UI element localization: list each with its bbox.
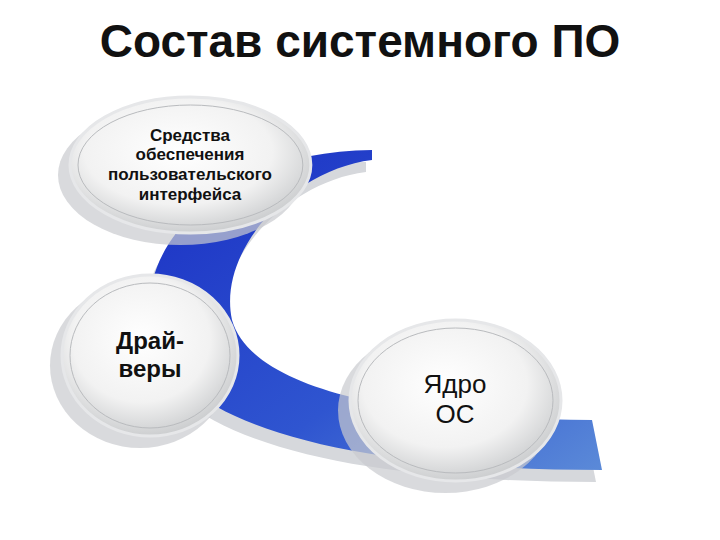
node-label: Средства обеспечения пользовательского и… bbox=[108, 126, 272, 204]
circle-fill bbox=[70, 97, 311, 233]
circle-rim bbox=[70, 283, 230, 428]
node-label: Ядро ОС bbox=[424, 370, 487, 430]
circle-rim bbox=[78, 105, 303, 225]
circle-node: Ядро ОС bbox=[348, 318, 563, 483]
circle-node: Средства обеспечения пользовательского и… bbox=[68, 95, 313, 235]
circle-node: Драй- веры bbox=[60, 273, 240, 438]
circle-fill bbox=[62, 275, 238, 436]
circle-fill bbox=[350, 320, 561, 481]
circle-rim bbox=[358, 328, 553, 473]
slide-title: Состав системного ПО bbox=[0, 14, 720, 68]
node-label: Драй- веры bbox=[116, 327, 184, 382]
